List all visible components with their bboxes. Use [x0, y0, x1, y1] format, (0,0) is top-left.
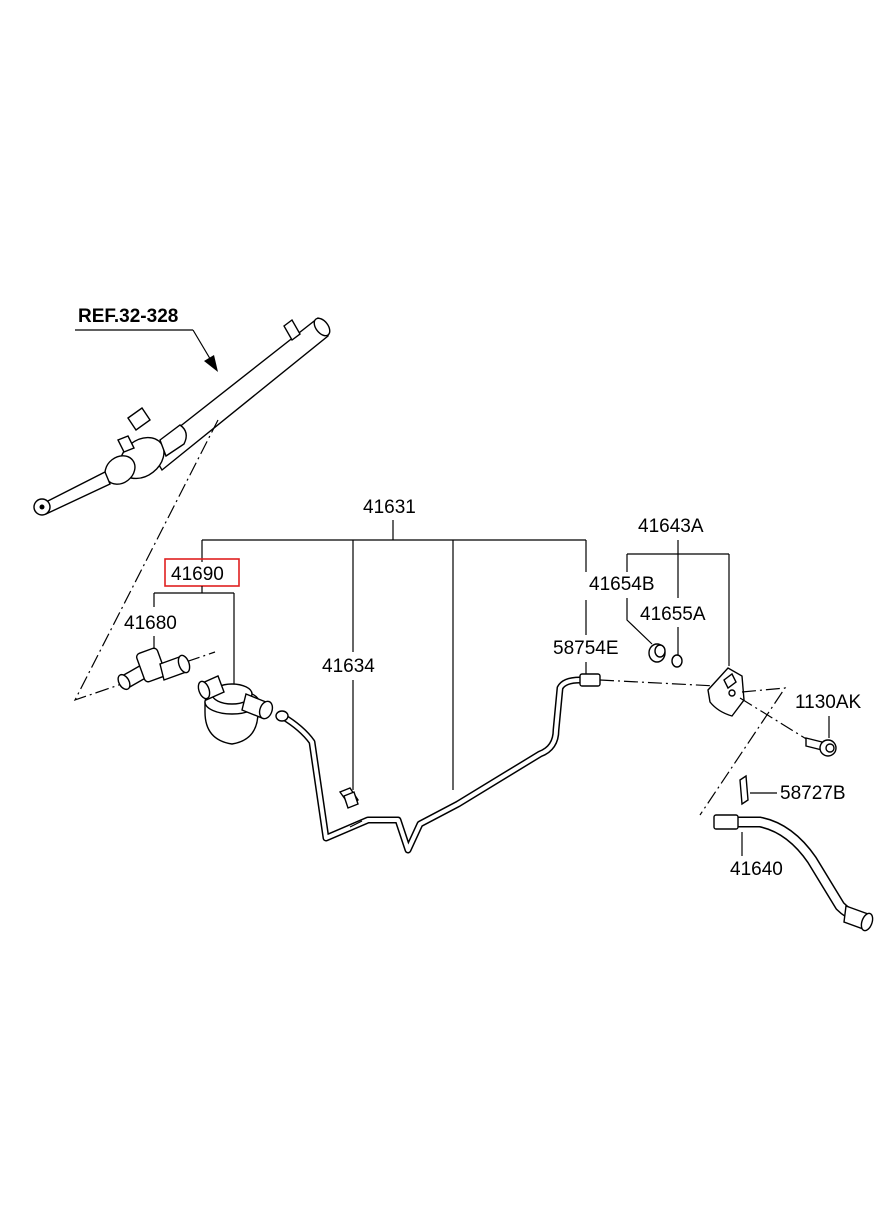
inlet-end [197, 680, 211, 700]
label-1130AK[interactable]: 1130AK [795, 692, 862, 713]
hose-41640[interactable]: 41640 [713, 814, 875, 932]
pushrod-clevis-hole [39, 504, 45, 510]
hose-fitting-left [713, 814, 739, 830]
hose-fitting-end [860, 912, 874, 932]
callout-58754E[interactable]: 58754E [553, 638, 619, 659]
callout-41631[interactable]: 41631 [201, 497, 587, 790]
master-cylinder-drawing[interactable] [33, 315, 333, 516]
ref-leader [192, 329, 213, 363]
bracket-tab [723, 672, 737, 690]
label-41631[interactable]: 41631 [363, 497, 416, 518]
clip-41634[interactable]: 41634 [322, 656, 375, 809]
label-41690[interactable]: 41690 [171, 564, 224, 585]
clip-plate [739, 774, 749, 806]
tube-nut-left [275, 710, 289, 722]
leader-41654B [626, 598, 653, 645]
tube-41631[interactable] [275, 673, 601, 854]
ref-arrowhead [204, 355, 218, 372]
release-cylinder-41690[interactable] [196, 675, 274, 745]
label-41655A[interactable]: 41655A [640, 604, 706, 625]
clip-58727B[interactable]: 58727B [739, 774, 846, 806]
connector-dashed-line [599, 679, 717, 687]
label-41643A[interactable]: 41643A [638, 516, 704, 537]
tube-inner [280, 678, 581, 852]
cylinder-end [313, 317, 331, 337]
grommet-41654B[interactable]: 41654B [589, 574, 666, 663]
label-41634[interactable]: 41634 [322, 656, 375, 677]
mounting-bracket[interactable] [707, 667, 745, 717]
ref-label[interactable]: REF.32-328 [78, 306, 178, 327]
bushing [671, 654, 683, 668]
cylinder-clip-2 [127, 407, 151, 431]
bleeder-end [258, 700, 274, 720]
bolt-dashed-line [739, 697, 809, 741]
label-41654B[interactable]: 41654B [589, 574, 655, 595]
fitting-outlet-end [177, 654, 191, 674]
bolt-head-inner [825, 743, 835, 753]
fitting-41680[interactable] [116, 647, 192, 691]
bracket-body [707, 667, 745, 717]
label-41680[interactable]: 41680 [124, 613, 177, 634]
label-58754E[interactable]: 58754E [553, 638, 619, 659]
label-41640[interactable]: 41640 [730, 859, 783, 880]
bolt-1130AK[interactable]: 1130AK [795, 692, 862, 757]
cylinder-port [159, 424, 187, 458]
bushing-41655A[interactable]: 41655A [640, 604, 706, 668]
fitting-elbow [135, 647, 167, 683]
cylinder-clip [283, 318, 301, 342]
label-58727B[interactable]: 58727B [780, 783, 846, 804]
tube-outline [280, 676, 581, 854]
tube-nut-right [579, 673, 601, 687]
cylinder-nipple [117, 435, 135, 453]
tube-sleeve [349, 820, 363, 828]
fitting-tip [117, 673, 131, 691]
bracket-hole [728, 689, 736, 697]
grommet-inner [654, 644, 666, 658]
clip-face [343, 791, 359, 809]
ref-callout[interactable]: REF.32-328 [75, 306, 218, 372]
callout-41690[interactable]: 41690 [153, 558, 240, 685]
right-dashed-callout [699, 687, 787, 816]
callout-41643A[interactable]: 41643A [626, 516, 730, 666]
